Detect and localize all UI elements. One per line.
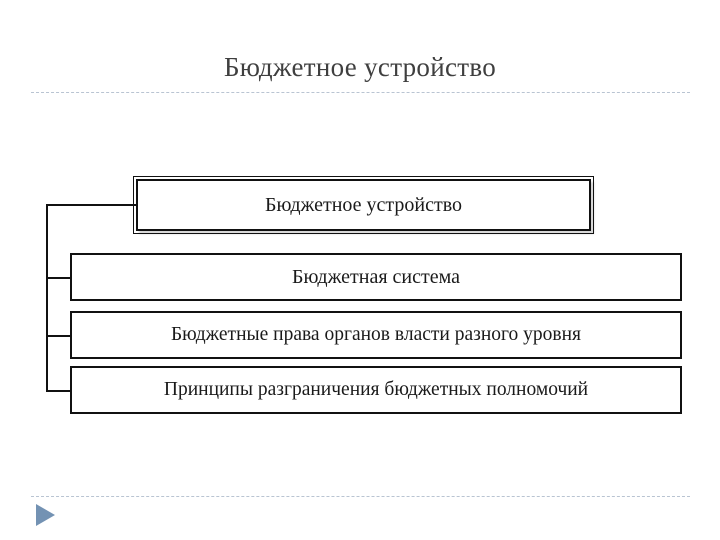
connector-branch-2 bbox=[46, 335, 70, 337]
page-title: Бюджетное устройство bbox=[223, 52, 497, 82]
node-child-1: Бюджетная система bbox=[70, 253, 682, 301]
header-divider bbox=[31, 92, 690, 93]
connector-trunk bbox=[46, 204, 48, 392]
connector-branch-3 bbox=[46, 390, 70, 392]
node-child-3: Принципы разграничения бюджетных полномо… bbox=[70, 366, 682, 414]
node-child-2: Бюджетные права органов власти разного у… bbox=[70, 311, 682, 359]
node-root: Бюджетное устройство bbox=[133, 176, 594, 234]
connector-branch-root bbox=[46, 204, 136, 206]
play-triangle-icon[interactable] bbox=[36, 504, 55, 526]
connector-branch-1 bbox=[46, 277, 70, 279]
footer-divider bbox=[31, 496, 690, 497]
